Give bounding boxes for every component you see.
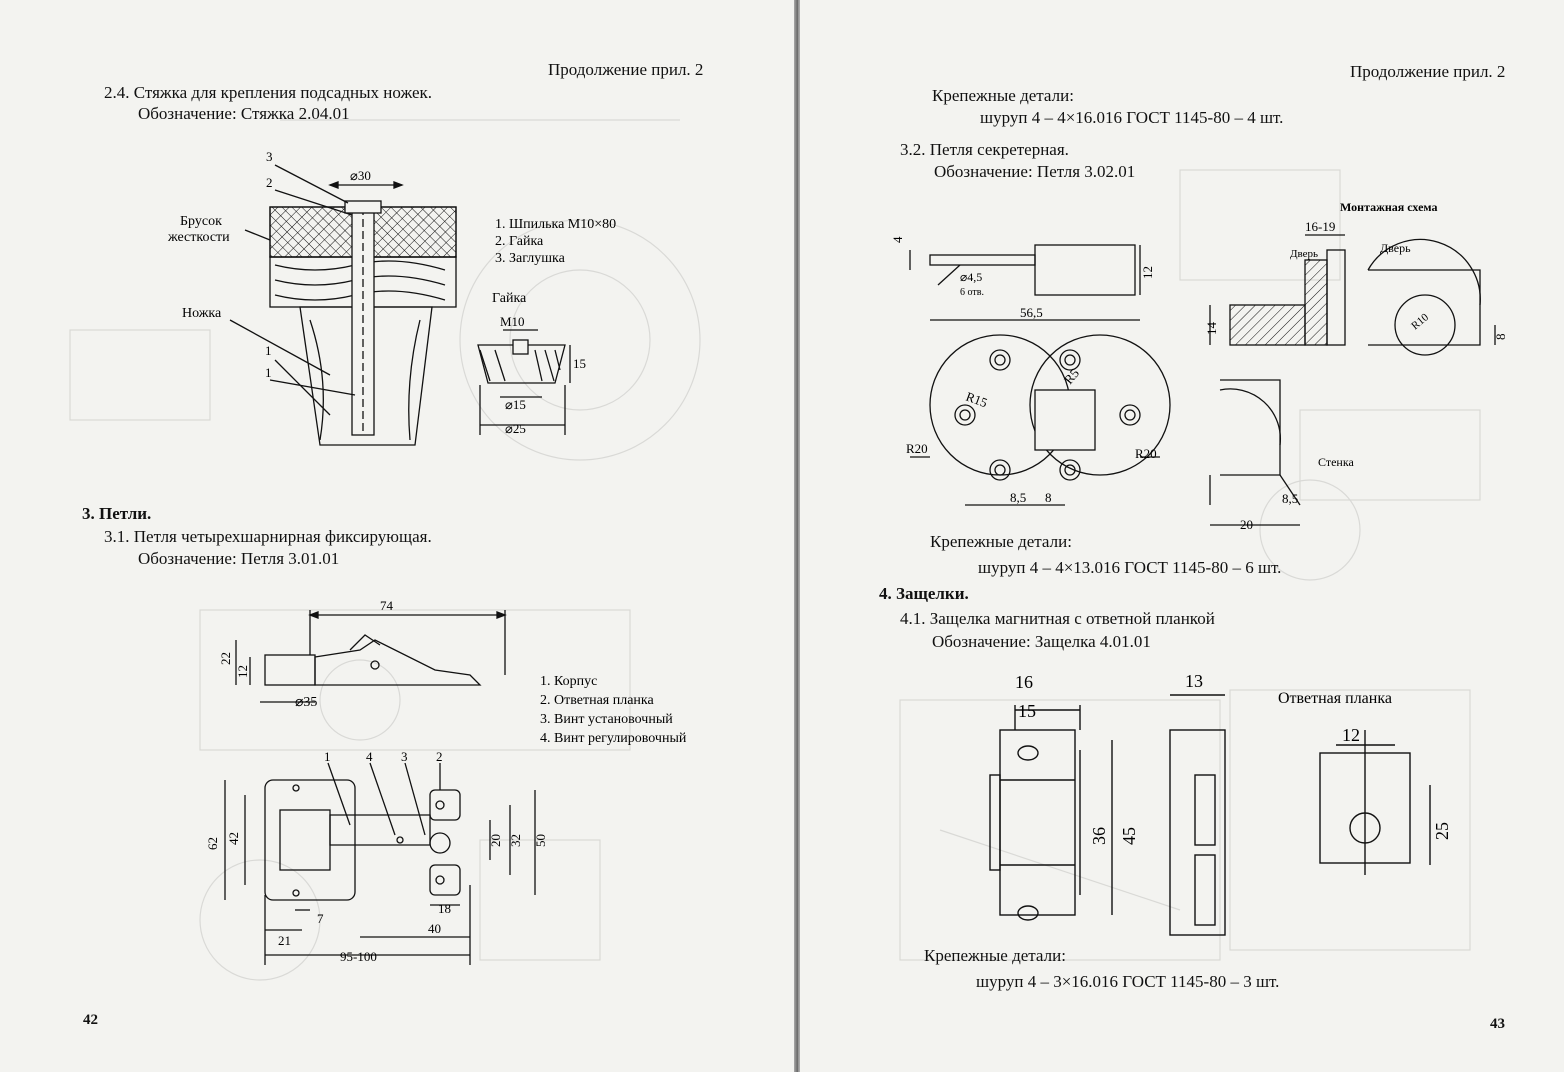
callout-2: 2 (266, 175, 273, 190)
part-2: 2. Гайка (495, 234, 544, 249)
callout-3: 3 (266, 149, 273, 164)
section-3-2-designation: Обозначение: Петля 3.02.01 (934, 162, 1136, 181)
dim-18: 18 (438, 901, 451, 916)
dim-50: 50 (533, 834, 548, 847)
dim-16-19: 16-19 (1305, 219, 1335, 234)
callout-hinge-3: 3 (401, 749, 408, 764)
dim-d35: ⌀35 (295, 695, 317, 710)
label-stenka: Стенка (1318, 455, 1354, 469)
dim-62: 62 (205, 837, 220, 850)
dim-16-latch: 16 (1015, 672, 1033, 692)
hinge-part-1: 1. Корпус (540, 674, 597, 689)
part-1: 1. Шпилька М10×80 (495, 217, 616, 232)
dim-8-5-a: 8,5 (1010, 490, 1026, 505)
nut-title: Гайка (492, 291, 527, 306)
label-zhestkosti: жесткости (167, 230, 230, 245)
section-3-1-title: 3.1. Петля четырехшарнирная фиксирующая. (104, 527, 432, 546)
dim-22: 22 (218, 652, 233, 665)
callout-1a: 1 (265, 343, 272, 358)
section-2-4-title: 2.4. Стяжка для крепления подсадных ноже… (104, 83, 433, 102)
dim-15-latch: 15 (1018, 701, 1036, 721)
tie-drawing: 3 2 1 1 ⌀30 Брусок жесткости Ножка 1. Шп… (167, 149, 616, 446)
dim-r5: R5 (1061, 366, 1082, 387)
page-number: 42 (83, 1012, 98, 1028)
hinge-part-4: 4. Винт регулировочный (540, 731, 687, 746)
dim-14: 14 (1204, 322, 1219, 336)
hinge-drawing: 74 22 12 ⌀35 1 4 3 2 62 42 20 32 50 7 18… (205, 598, 687, 965)
magnetic-latch-drawing: 16 15 13 Ответная планка 12 36 45 25 (989, 671, 1452, 936)
section-4-1-title: 4.1. Защелка магнитная с ответной планко… (900, 609, 1215, 628)
dim-8-5-b: 8,5 (1282, 491, 1298, 506)
part-3: 3. Заглушка (495, 251, 566, 266)
dim-r10: R10 (1409, 311, 1431, 332)
section-4-1-designation: Обозначение: Защелка 4.01.01 (932, 632, 1151, 651)
section-4-title: 4. Защелки. (879, 584, 969, 603)
dim-r15: R15 (964, 389, 989, 411)
label-door-2: Дверь (1380, 241, 1411, 255)
label-strike-plate: Ответная планка (1278, 690, 1392, 707)
mount-scheme-title: Монтажная схема (1340, 200, 1438, 214)
dim-20-fig3: 20 (1240, 517, 1253, 532)
label-door-1: Дверь (1290, 248, 1318, 260)
dim-56-5: 56,5 (1020, 305, 1043, 320)
fasteners-1-value: шуруп 4 – 4×16.016 ГОСТ 1145-80 – 4 шт. (980, 108, 1284, 127)
dim-12-latch: 12 (1342, 725, 1360, 745)
dim-45-latch: 45 (1119, 827, 1139, 845)
dim-holes-count: 6 отв. (960, 287, 984, 298)
fasteners-3-value: шуруп 4 – 3×16.016 ГОСТ 1145-80 – 3 шт. (976, 972, 1280, 991)
dim-74: 74 (380, 598, 394, 613)
dim-8-right: 8 (1493, 334, 1508, 341)
fasteners-2-label: Крепежные детали: (930, 532, 1072, 551)
dim-20: 20 (488, 834, 503, 847)
callout-hinge-2: 2 (436, 749, 443, 764)
dim-12-fig3: 12 (1140, 266, 1155, 279)
show-through-background-right (899, 169, 1481, 961)
dim-d4-5: ⌀4,5 (960, 270, 982, 284)
dim-42: 42 (226, 832, 241, 845)
hinge-part-2: 2. Ответная планка (540, 693, 655, 708)
dim-95-100: 95-100 (340, 949, 377, 964)
callout-hinge-4: 4 (366, 749, 373, 764)
dim-40: 40 (428, 921, 441, 936)
dim-13-latch: 13 (1185, 671, 1203, 691)
dim-8-b: 8 (1045, 490, 1052, 505)
section-3-1-designation: Обозначение: Петля 3.01.01 (138, 549, 340, 568)
dim-phi-30: ⌀30 (350, 168, 371, 183)
dim-d15: ⌀15 (505, 397, 526, 412)
section-2-4-designation: Обозначение: Стяжка 2.04.01 (138, 104, 350, 123)
callout-1b: 1 (265, 365, 272, 380)
dim-m10: M10 (500, 314, 525, 329)
dim-12: 12 (235, 665, 250, 678)
page-number-right: 43 (1490, 1016, 1505, 1032)
hinge-part-3: 3. Винт установочный (540, 712, 673, 727)
label-brusok: Брусок (180, 214, 222, 229)
fasteners-3-label: Крепежные детали: (924, 946, 1066, 965)
fasteners-1-label: Крепежные детали: (932, 86, 1074, 105)
left-page: Продолжение прил. 2 2.4. Стяжка для креп… (0, 0, 796, 1072)
dim-21: 21 (278, 933, 291, 948)
right-page: Продолжение прил. 2 Крепежные детали: шу… (800, 0, 1564, 1072)
dim-h15: 15 (573, 356, 586, 371)
fasteners-2-value: шуруп 4 – 4×13.016 ГОСТ 1145-80 – 6 шт. (978, 558, 1282, 577)
callout-hinge-1: 1 (324, 749, 331, 764)
dim-25-latch: 25 (1432, 822, 1452, 840)
dim-7: 7 (317, 911, 324, 926)
dim-32: 32 (508, 834, 523, 847)
section-3-2-title: 3.2. Петля секретерная. (900, 140, 1069, 159)
dim-r20-right: R20 (1135, 446, 1157, 461)
label-nozhka: Ножка (182, 306, 222, 321)
show-through-background (69, 119, 701, 981)
dim-d25: ⌀25 (505, 421, 526, 436)
page-header: Продолжение прил. 2 (548, 60, 704, 79)
secretary-hinge-drawing: Монтажная схема 16-19 Дверь Дверь 4 ⌀4,5… (890, 200, 1508, 532)
book-gutter (794, 0, 802, 1072)
dim-r20-left: R20 (906, 441, 928, 456)
section-3-title: 3. Петли. (82, 504, 152, 523)
dim-4: 4 (890, 236, 905, 243)
dim-36-latch: 36 (1089, 827, 1109, 845)
page-header-right: Продолжение прил. 2 (1350, 62, 1506, 81)
